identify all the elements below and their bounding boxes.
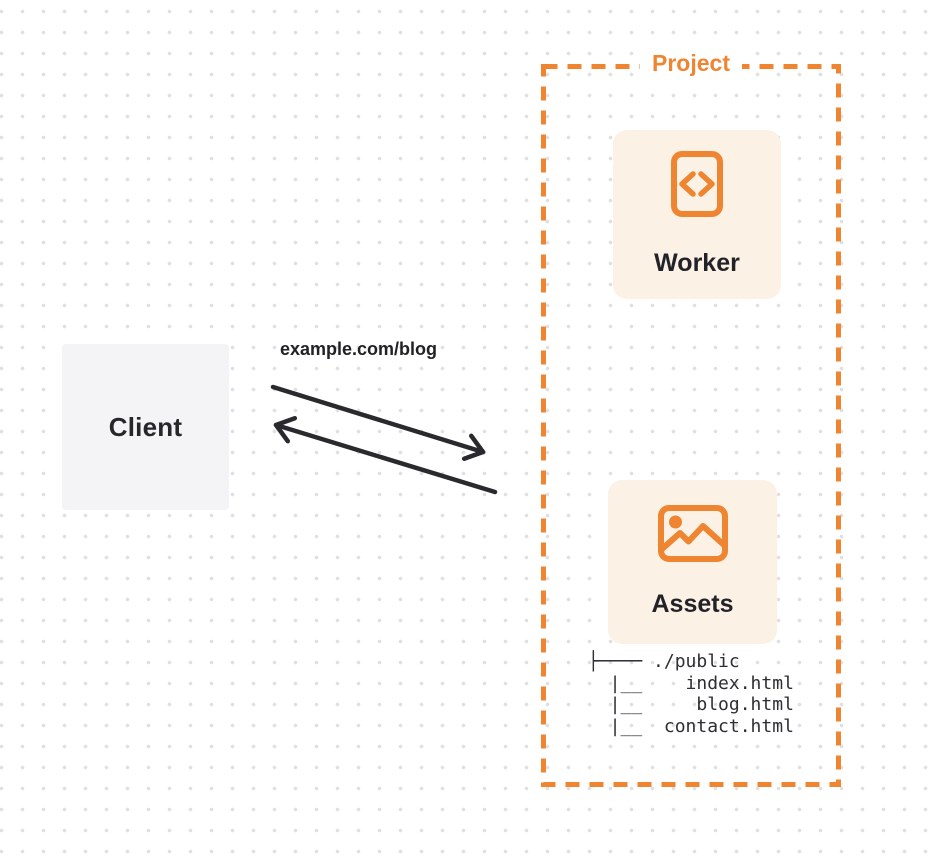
response-arrow-icon: [273, 415, 498, 495]
worker-label: Worker: [654, 249, 740, 277]
worker-node: Worker: [613, 130, 781, 299]
project-label: Project: [640, 50, 742, 77]
request-url-label: example.com/blog: [280, 339, 438, 359]
client-label: Client: [108, 411, 183, 442]
assets-label: Assets: [651, 590, 734, 618]
assets-file-tree: ├──── ./public |__ index.html |__ blog.h…: [588, 651, 794, 737]
client-node: Client: [62, 344, 229, 510]
request-arrow-icon: [270, 384, 486, 461]
project-label-container: Project: [541, 50, 841, 77]
code-document-icon: [671, 151, 723, 217]
assets-node: Assets: [608, 480, 777, 644]
image-icon: [657, 505, 728, 562]
